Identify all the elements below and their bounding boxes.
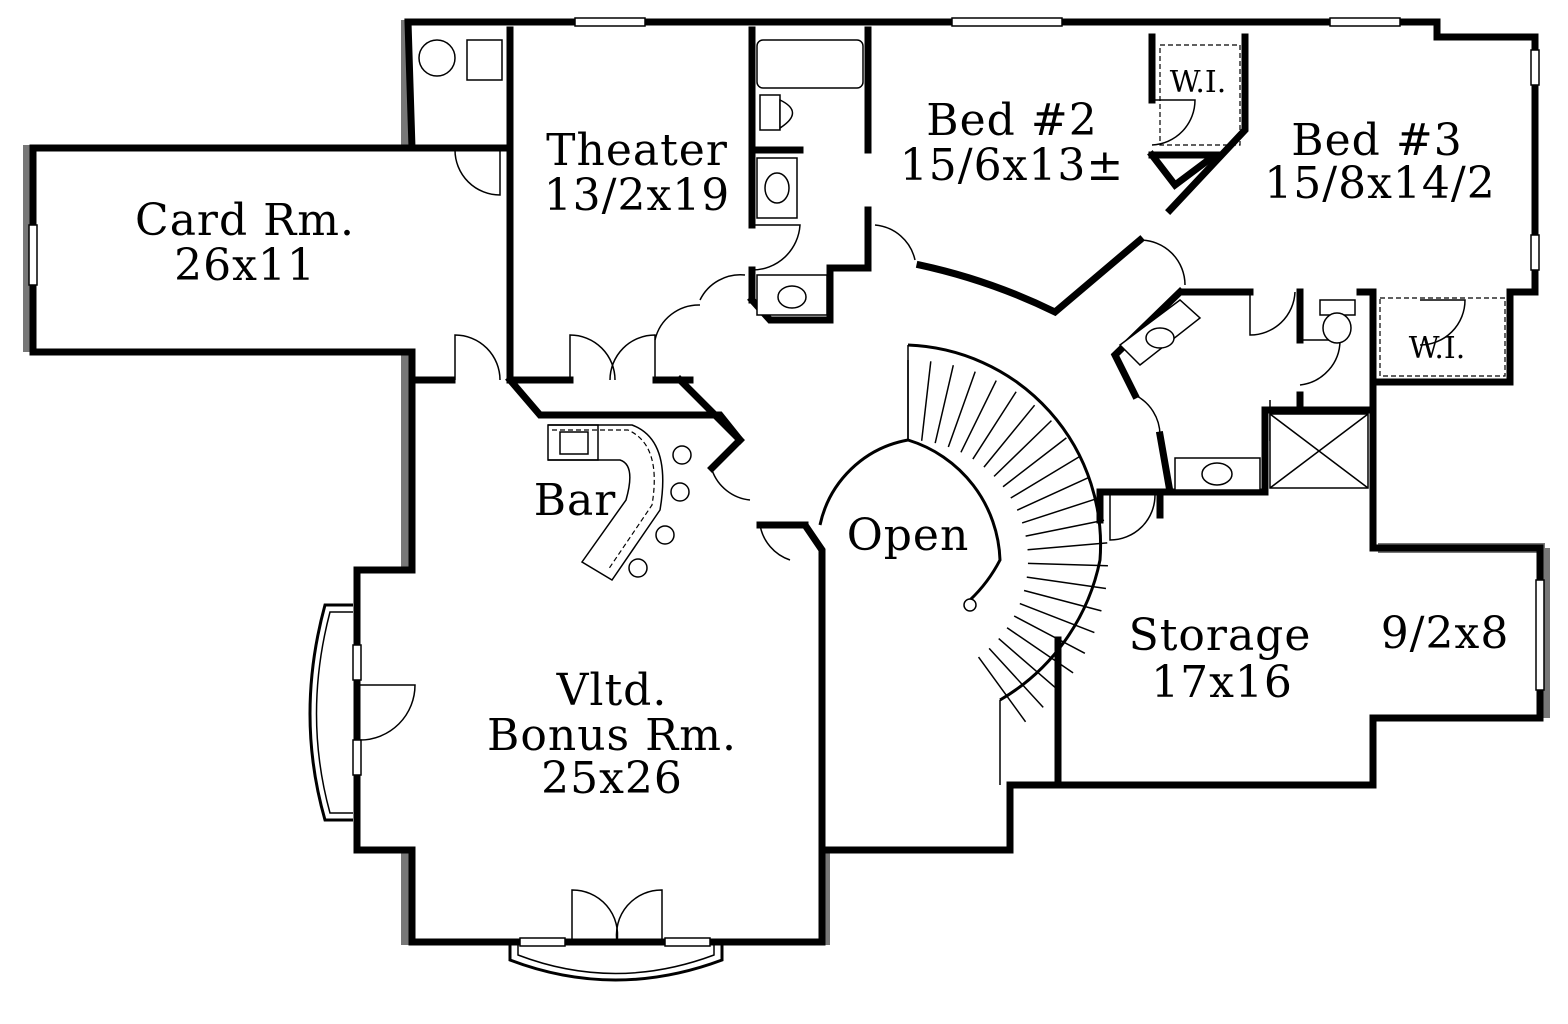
bed2-size: 15/6x13± xyxy=(900,140,1124,191)
stair-tread xyxy=(960,380,997,453)
bar-label: Bar xyxy=(534,475,617,526)
storage-name: Storage xyxy=(1129,610,1312,661)
stair-tread xyxy=(988,647,1044,708)
stair-tread xyxy=(1025,519,1105,537)
bonus-room-line2: Bonus Rm. xyxy=(487,710,737,761)
interior-walls xyxy=(408,26,1377,854)
windows xyxy=(28,17,1545,947)
bay-windows xyxy=(308,603,724,982)
stair-tread xyxy=(920,361,932,441)
fixtures xyxy=(418,39,1506,582)
stair-tread xyxy=(1026,576,1107,590)
theater-size: 13/2x19 xyxy=(544,170,731,221)
stair-tread xyxy=(1016,476,1091,511)
stair-tread xyxy=(1021,497,1099,524)
bed3-name: Bed #3 xyxy=(1291,115,1462,166)
bed3-size: 15/8x14/2 xyxy=(1264,158,1495,209)
stair-tread xyxy=(934,365,955,444)
stair-tread xyxy=(1002,437,1067,488)
card-room-name: Card Rm. xyxy=(135,195,355,246)
stair-tread xyxy=(998,638,1060,692)
curved-staircase xyxy=(818,343,1108,785)
card-room-size: 26x11 xyxy=(174,240,316,291)
stair-tread xyxy=(1023,589,1102,612)
stair-tread xyxy=(1027,542,1108,551)
bed2-name: Bed #2 xyxy=(926,95,1097,146)
theater-name: Theater xyxy=(546,125,728,176)
exterior-walls xyxy=(29,18,1544,946)
storage-size: 17x16 xyxy=(1151,657,1293,708)
stair-tread xyxy=(947,371,976,448)
room-labels: Card Rm. 26x11 Theater 13/2x19 Bed #2 15… xyxy=(135,65,1510,804)
stair-tread xyxy=(993,420,1052,477)
open-label: Open xyxy=(847,510,970,561)
bonus-room-line1: Vltd. xyxy=(556,665,668,716)
stair-tread xyxy=(1006,627,1074,674)
storage-side-size: 9/2x8 xyxy=(1381,608,1510,659)
stair-tread xyxy=(1027,562,1108,567)
stair-tread xyxy=(983,404,1036,468)
stair-tread xyxy=(972,391,1017,460)
stair-tread xyxy=(977,656,1027,723)
bonus-room-size: 25x26 xyxy=(541,753,683,804)
stair-tread xyxy=(1019,602,1095,634)
walk-in-closet-top-label: W.I. xyxy=(1170,65,1227,100)
walk-in-closet-right-label: W.I. xyxy=(1409,331,1466,366)
stair-tread xyxy=(1010,456,1080,499)
stair-tread xyxy=(1013,615,1086,654)
